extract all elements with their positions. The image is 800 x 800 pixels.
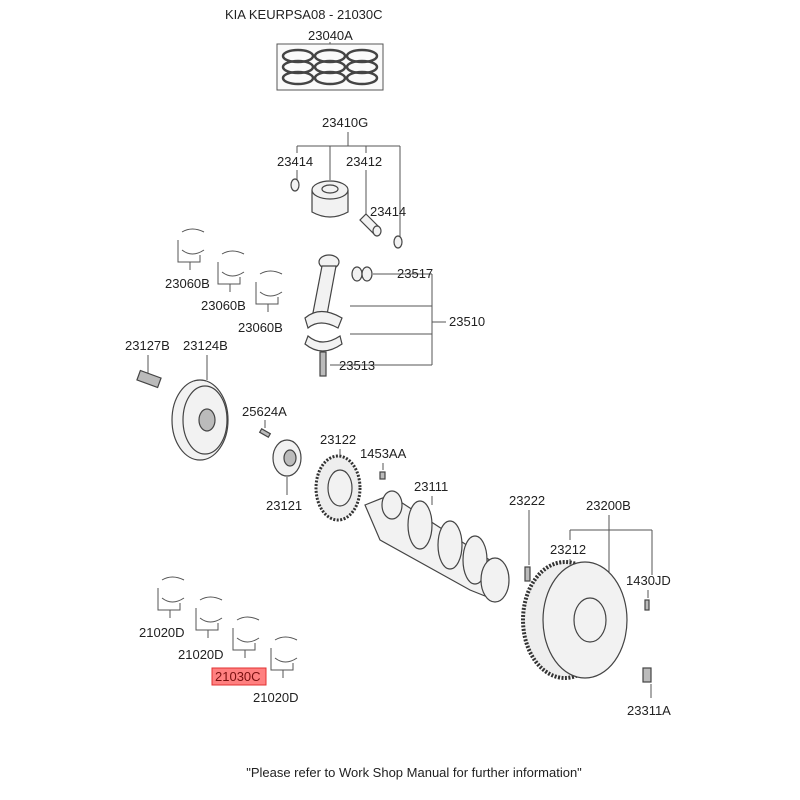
- sprocket[interactable]: [314, 454, 362, 522]
- upper-bearing-shell[interactable]: [255, 270, 283, 312]
- label-23510[interactable]: 23510: [449, 314, 485, 329]
- label-23513[interactable]: 23513: [339, 358, 375, 373]
- piston-ring: [313, 70, 347, 86]
- footer-note: "Please refer to Work Shop Manual for fu…: [246, 765, 582, 780]
- main-bearing-shell[interactable]: [270, 636, 298, 678]
- flywheel[interactable]: [521, 560, 628, 680]
- snap-ring-left[interactable]: [290, 178, 300, 192]
- label-23127B[interactable]: 23127B: [125, 338, 170, 353]
- pulley-bolt[interactable]: [136, 369, 162, 389]
- label-23111[interactable]: 23111: [414, 479, 448, 494]
- main-bearing-shell[interactable]: [195, 596, 223, 638]
- highlight-box: [211, 667, 267, 686]
- crank-gear[interactable]: [272, 439, 302, 477]
- label-21020D-1[interactable]: 21020D: [139, 625, 185, 640]
- label-23212[interactable]: 23212: [550, 542, 586, 557]
- crankshaft[interactable]: [364, 490, 510, 603]
- label-23060B-3[interactable]: 23060B: [238, 320, 283, 335]
- label-23200B[interactable]: 23200B: [586, 498, 631, 513]
- rod-bushing[interactable]: [351, 266, 373, 282]
- label-23222[interactable]: 23222: [509, 493, 545, 508]
- label-23414-right[interactable]: 23414: [370, 204, 406, 219]
- upper-bearing-shell[interactable]: [217, 250, 245, 292]
- rod-bolt[interactable]: [319, 351, 327, 377]
- label-1453AA[interactable]: 1453AA: [360, 446, 407, 461]
- damper-pulley[interactable]: [171, 379, 229, 461]
- label-25624A[interactable]: 25624A: [242, 404, 287, 419]
- piston-ring: [281, 70, 315, 86]
- key[interactable]: [258, 427, 272, 439]
- flywheel-pin[interactable]: [644, 599, 650, 611]
- label-23121[interactable]: 23121: [266, 498, 302, 513]
- label-21030C-selected[interactable]: 21030C: [215, 669, 261, 684]
- label-23414-left[interactable]: 23414: [277, 154, 313, 169]
- label-23060B-2[interactable]: 23060B: [201, 298, 246, 313]
- label-23410G[interactable]: 23410G: [322, 115, 368, 130]
- piston[interactable]: [311, 180, 349, 218]
- label-23412[interactable]: 23412: [346, 154, 382, 169]
- snap-ring-right[interactable]: [393, 235, 403, 249]
- label-23122[interactable]: 23122: [320, 432, 356, 447]
- label-21020D-2[interactable]: 21020D: [178, 647, 224, 662]
- piston-ring-set[interactable]: [276, 42, 384, 91]
- label-23060B-1[interactable]: 23060B: [165, 276, 210, 291]
- flywheel-bolt[interactable]: [642, 667, 652, 683]
- piston-ring: [345, 70, 379, 86]
- connecting-rod[interactable]: [304, 254, 343, 352]
- label-23124B[interactable]: 23124B: [183, 338, 228, 353]
- pin[interactable]: [379, 471, 386, 480]
- label-21020D-3[interactable]: 21020D: [253, 690, 299, 705]
- label-23311A[interactable]: 23311A: [627, 703, 671, 718]
- main-bearing-shell[interactable]: [157, 576, 185, 618]
- upper-bearing-shell[interactable]: [177, 228, 205, 270]
- label-1430JD[interactable]: 1430JD: [626, 573, 671, 588]
- dowel[interactable]: [524, 566, 531, 582]
- piston-pin[interactable]: [359, 213, 382, 237]
- main-bearing-shell[interactable]: [232, 616, 260, 658]
- diagram-title: KIA KEURPSA08 - 21030C: [225, 7, 383, 22]
- label-23040A[interactable]: 23040A: [308, 28, 353, 43]
- label-23517[interactable]: 23517: [397, 266, 433, 281]
